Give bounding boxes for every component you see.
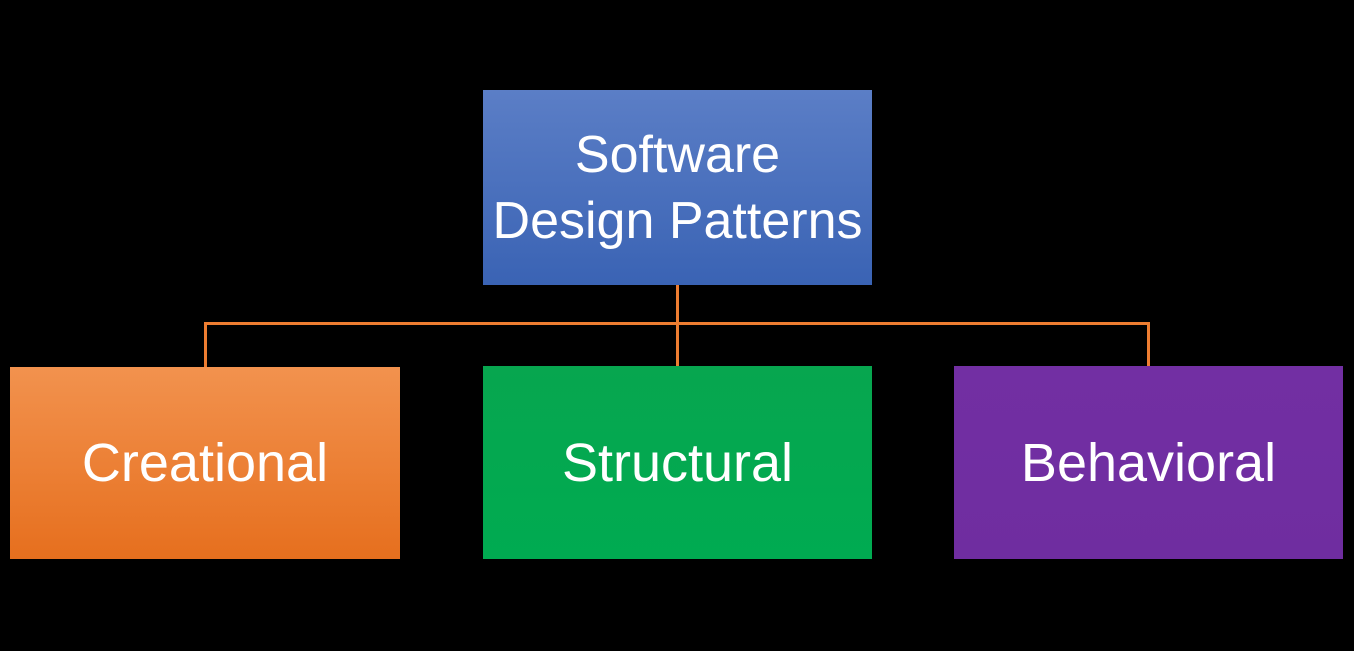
node-structural-label: Structural — [561, 432, 794, 493]
root-label-line-2: Design Patterns — [492, 191, 863, 250]
node-behavioral-label: Behavioral — [1020, 432, 1277, 493]
node-software-design-patterns: Software Design Patterns — [483, 90, 872, 285]
connector-root-stub — [676, 285, 679, 324]
node-creational-label: Creational — [81, 433, 329, 493]
node-root-label: Software Design Patterns — [493, 122, 863, 254]
node-creational: Creational — [10, 367, 400, 559]
node-structural: Structural — [483, 366, 872, 559]
root-label-line-1: Software — [574, 125, 781, 184]
connector-drop-structural — [676, 322, 679, 366]
connector-drop-creational — [204, 322, 207, 367]
node-behavioral: Behavioral — [954, 366, 1343, 559]
connector-drop-behavioral — [1147, 322, 1150, 366]
